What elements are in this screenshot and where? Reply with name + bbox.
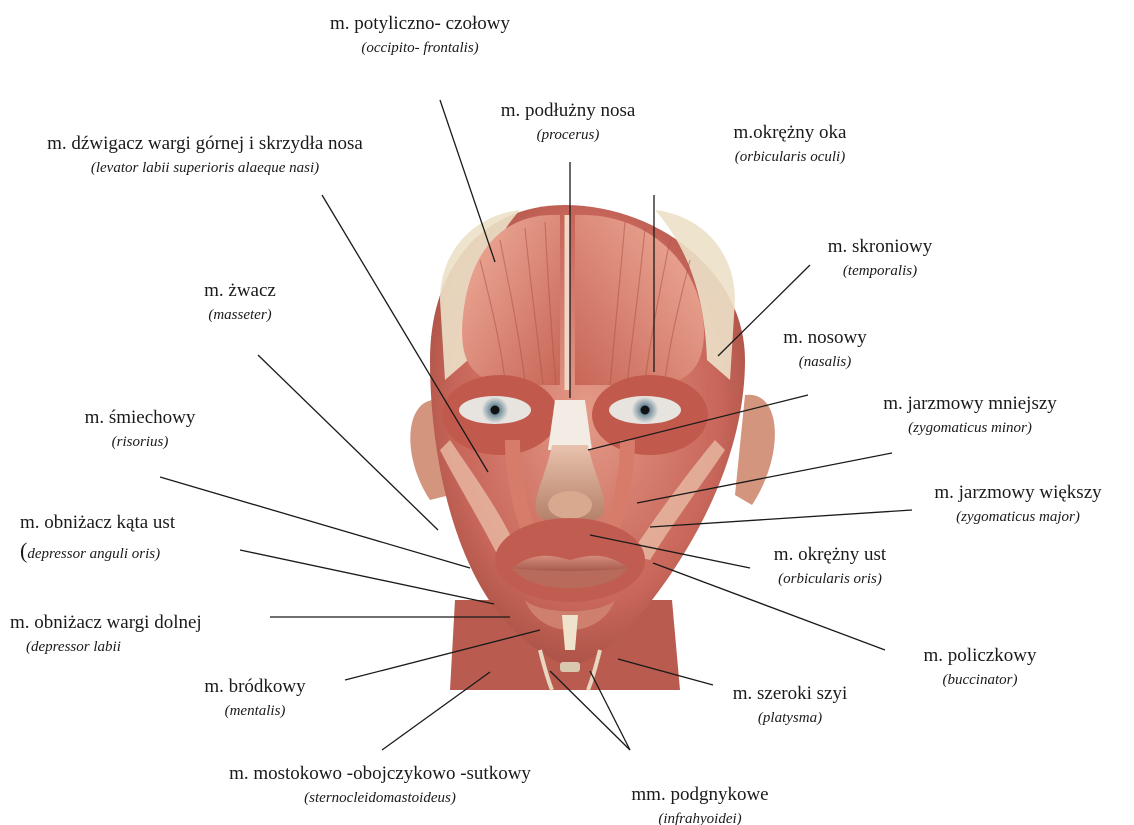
label-buccinator-latin: (buccinator) xyxy=(900,671,1060,689)
label-temporalis-polish: m. skroniowy xyxy=(805,236,955,259)
label-masseter-polish: m. żwacz xyxy=(180,280,300,303)
label-depressor-labii-polish: m. obniżacz wargi dolnej xyxy=(10,612,270,635)
label-platysma-polish: m. szeroki szyi xyxy=(700,683,880,706)
label-levator-polish: m. dźwigacz wargi górnej i skrzydła nosa xyxy=(5,133,405,156)
leader-scm xyxy=(382,672,490,750)
label-infrahyoid: mm. podgnykowe (infrahyoidei) xyxy=(590,784,810,825)
label-orbicularis-oris-latin: (orbicularis oris) xyxy=(740,570,920,588)
label-depressor-anguli-latin: depressor anguli oris) xyxy=(27,546,160,562)
label-orbicularis-oris: m. okrężny ust (orbicularis oris) xyxy=(740,544,920,588)
label-temporalis: m. skroniowy (temporalis) xyxy=(805,236,955,280)
label-zygomaticus-minor: m. jarzmowy mniejszy (zygomaticus minor) xyxy=(860,393,1080,437)
label-nasalis: m. nosowy (nasalis) xyxy=(760,327,890,371)
label-mentalis-polish: m. bródkowy xyxy=(180,676,330,699)
label-temporalis-latin: (temporalis) xyxy=(805,262,955,280)
label-procerus-polish: m. podłużny nosa xyxy=(478,100,658,123)
label-depressor-labii-latin: (depressor labii xyxy=(26,638,270,656)
nose-tip xyxy=(548,491,592,519)
label-occipitofrontalis-latin: (occipito- frontalis) xyxy=(290,39,550,57)
label-procerus: m. podłużny nosa (procerus) xyxy=(478,100,658,144)
label-zygomaticus-minor-latin: (zygomaticus minor) xyxy=(860,419,1080,437)
label-depressor-anguli: m. obniżacz kąta ust (depressor anguli o… xyxy=(20,512,260,564)
left-pupil xyxy=(491,406,500,415)
label-infrahyoid-polish: mm. podgnykowe xyxy=(590,784,810,807)
label-zygomaticus-major: m. jarzmowy większy (zygomaticus major) xyxy=(908,482,1128,526)
label-orbicularis-oris-polish: m. okrężny ust xyxy=(740,544,920,567)
label-sternocleidomastoideus: m. mostokowo -obojczykowo -sutkowy (ster… xyxy=(175,763,585,807)
label-mentalis-latin: (mentalis) xyxy=(180,702,330,720)
label-sternocleidomastoideus-latin: (sternocleidomastoideus) xyxy=(175,789,585,807)
label-nasalis-polish: m. nosowy xyxy=(760,327,890,350)
label-zygomaticus-minor-polish: m. jarzmowy mniejszy xyxy=(860,393,1080,416)
label-levator: m. dźwigacz wargi górnej i skrzydła nosa… xyxy=(5,133,405,177)
label-risorius-polish: m. śmiechowy xyxy=(70,407,210,430)
label-depressor-anguli-polish: m. obniżacz kąta ust xyxy=(20,512,260,535)
label-levator-latin: (levator labii superioris alaeque nasi) xyxy=(5,159,405,177)
label-risorius: m. śmiechowy (risorius) xyxy=(70,407,210,451)
label-occipitofrontalis: m. potyliczno- czołowy (occipito- fronta… xyxy=(290,13,550,57)
hyoid xyxy=(560,662,580,672)
procerus xyxy=(548,400,592,450)
label-mentalis: m. bródkowy (mentalis) xyxy=(180,676,330,720)
label-zygomaticus-major-polish: m. jarzmowy większy xyxy=(908,482,1128,505)
label-nasalis-latin: (nasalis) xyxy=(760,353,890,371)
label-buccinator-polish: m. policzkowy xyxy=(900,645,1060,668)
right-pupil xyxy=(641,406,650,415)
label-sternocleidomastoideus-polish: m. mostokowo -obojczykowo -sutkowy xyxy=(175,763,585,786)
label-buccinator: m. policzkowy (buccinator) xyxy=(900,645,1060,689)
label-masseter-latin: (masseter) xyxy=(180,306,300,324)
label-orbicularis-oculi-latin: (orbicularis oculi) xyxy=(700,148,880,166)
label-masseter: m. żwacz (masseter) xyxy=(180,280,300,324)
label-depressor-labii: m. obniżacz wargi dolnej (depressor labi… xyxy=(10,612,270,656)
label-platysma-latin: (platysma) xyxy=(700,709,880,727)
label-infrahyoid-latin: (infrahyoidei) xyxy=(590,810,810,825)
label-risorius-latin: (risorius) xyxy=(70,433,210,451)
label-zygomaticus-major-latin: (zygomaticus major) xyxy=(908,508,1128,526)
label-procerus-latin: (procerus) xyxy=(478,126,658,144)
label-orbicularis-oculi: m.okrężny oka (orbicularis oculi) xyxy=(700,122,880,166)
label-orbicularis-oculi-polish: m.okrężny oka xyxy=(700,122,880,145)
label-occipitofrontalis-polish: m. potyliczno- czołowy xyxy=(290,13,550,36)
leader-depressor-anguli xyxy=(240,550,494,604)
label-depressor-anguli-latin-line: (depressor anguli oris) xyxy=(20,538,260,564)
label-platysma: m. szeroki szyi (platysma) xyxy=(700,683,880,727)
